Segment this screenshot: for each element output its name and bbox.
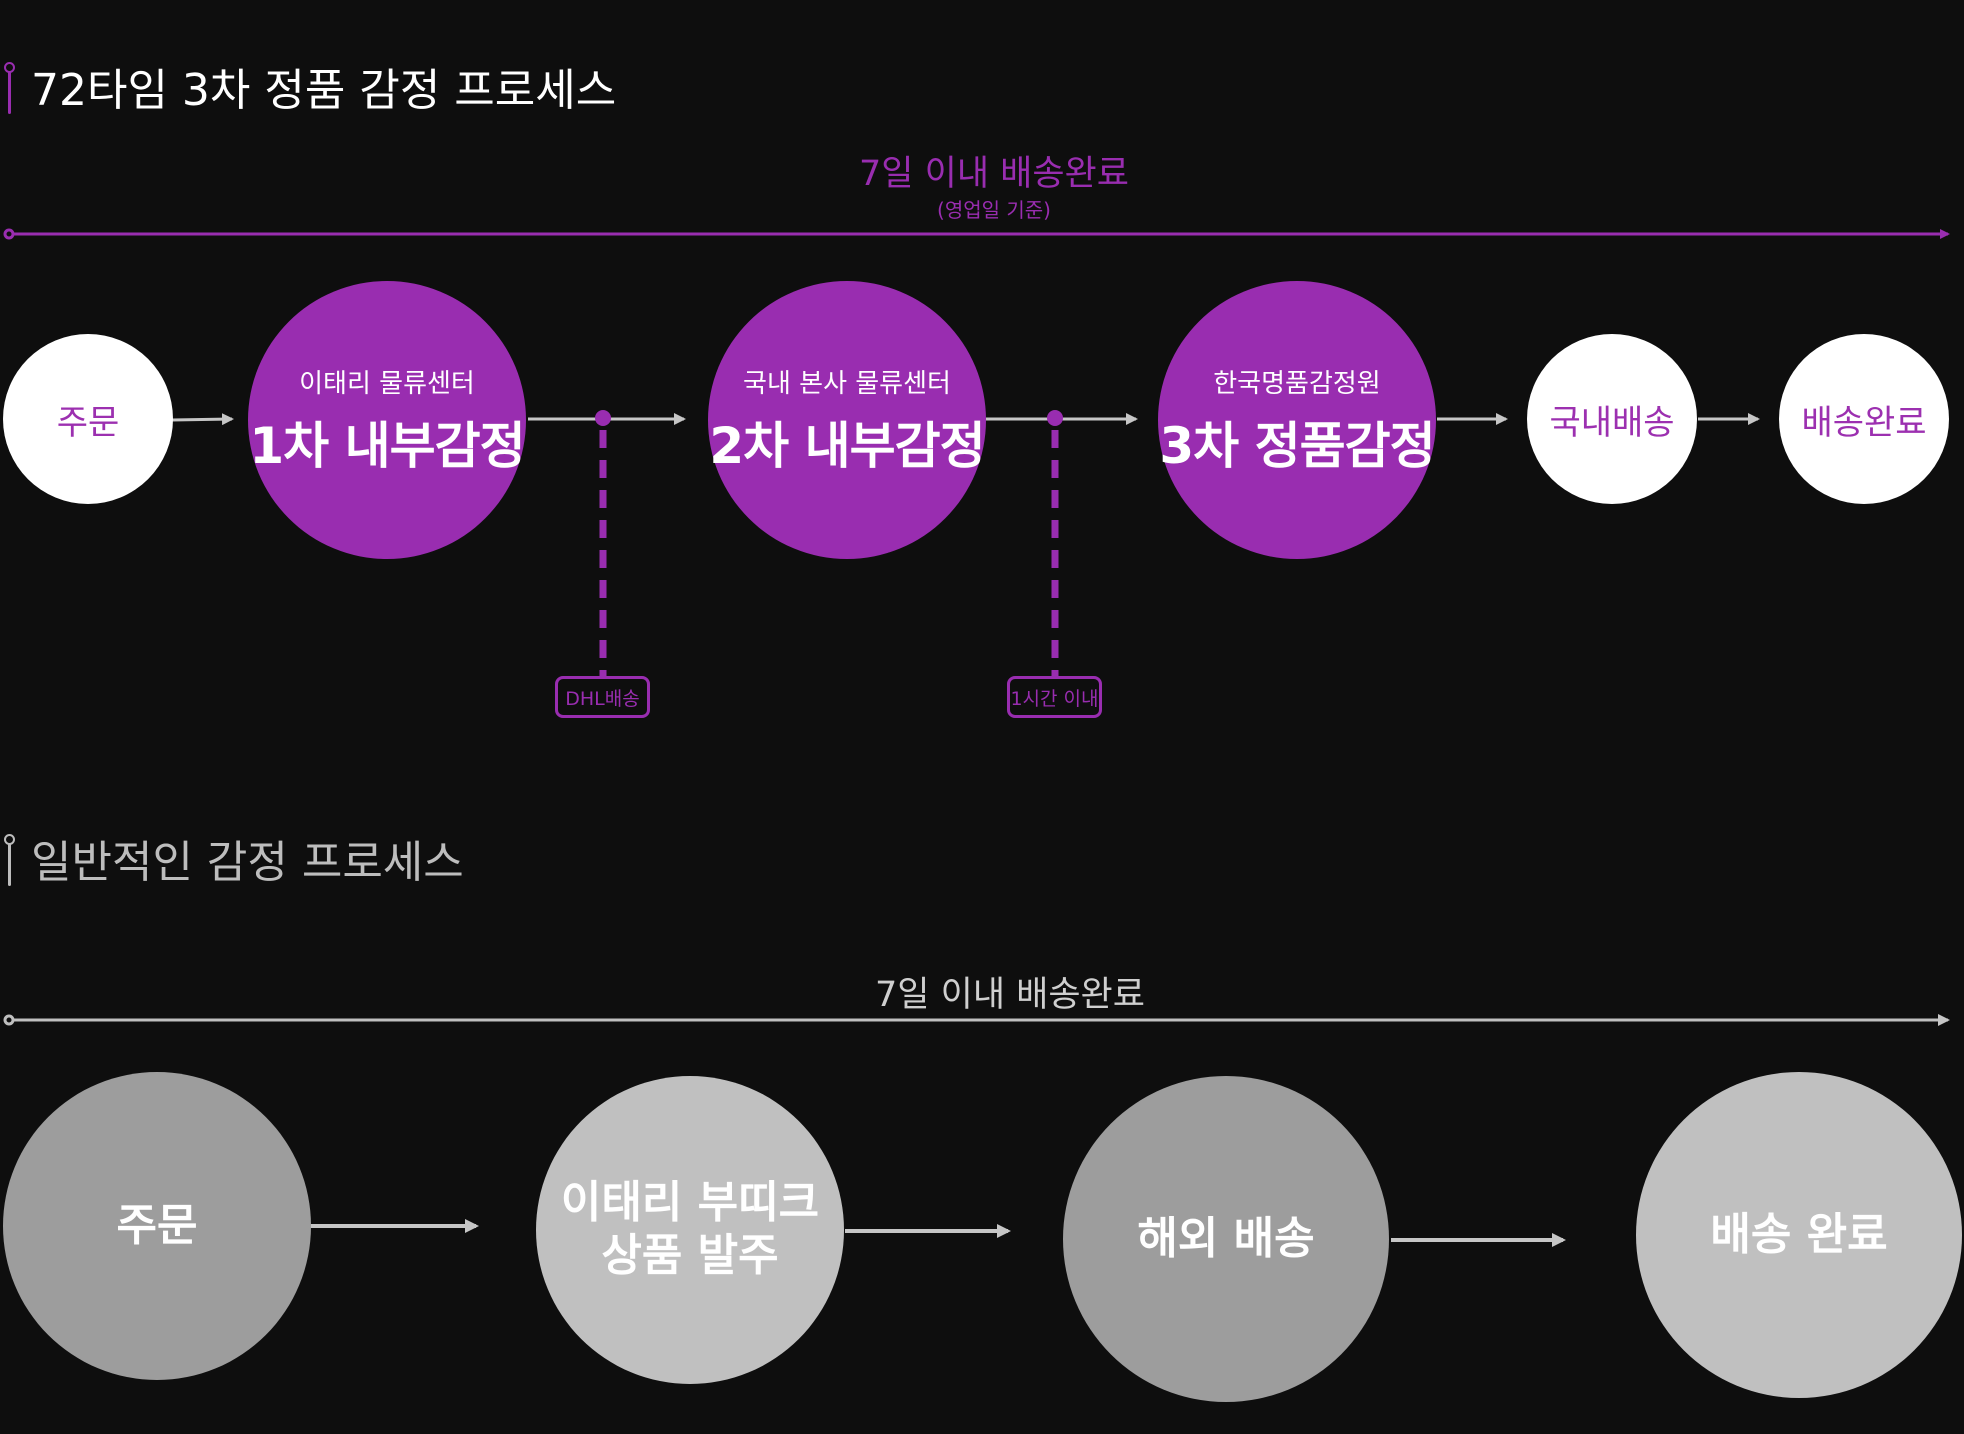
step-delivered-label: 배송완료 [1801, 402, 1927, 443]
step-1st-sub: 이태리 물류센터 [299, 368, 475, 399]
g-step-overseas-label: 해외 배송 [1137, 1212, 1315, 1264]
step-3rd-main: 3차 정품감정 [1159, 416, 1435, 475]
step-order-label: 주문 [56, 402, 120, 443]
step-1st-inspection: 이태리 물류센터 1차 내부감정 [248, 281, 526, 559]
step-domestic-label: 국내배송 [1549, 402, 1675, 443]
bottom-timeline-line [3, 1014, 1950, 1026]
top-timeline-main-label: 7일 이내 배송완료 [859, 154, 1129, 194]
bottom-title-text: 일반적인 감정 프로세스 [31, 837, 464, 888]
arrow-order-to-1st [171, 413, 234, 426]
g-step-boutique-order: 이태리 부띠크 상품 발주 [536, 1076, 844, 1384]
step-delivered: 배송완료 [1779, 334, 1949, 504]
step-order: 주문 [3, 334, 173, 504]
step-3rd-sub: 한국명품감정원 [1213, 368, 1381, 399]
pin-icon [4, 62, 15, 114]
top-timeline-sublabel: (영업일 기준) [937, 197, 1051, 222]
step-1st-main: 1차 내부감정 [249, 416, 525, 475]
g-step-overseas-shipping: 해외 배송 [1063, 1076, 1389, 1402]
g-step-order: 주문 [3, 1072, 311, 1380]
g-step-boutique-line1: 이태리 부띠크 [560, 1177, 820, 1229]
top-title-text: 72타임 3차 정품 감정 프로세스 [31, 65, 617, 116]
top-timeline-label: 7일 이내 배송완료 (영업일 기준) [794, 155, 1194, 223]
bottom-timeline-label: 7일 이내 배송완료 [875, 975, 1145, 1015]
top-timeline-line [3, 228, 1950, 240]
g-step-delivered: 배송 완료 [1636, 1072, 1962, 1398]
step-2nd-inspection: 국내 본사 물류센터 2차 내부감정 [708, 281, 986, 559]
step-2nd-main: 2차 내부감정 [709, 416, 985, 475]
step-domestic-shipping: 국내배송 [1527, 334, 1697, 504]
g-step-delivered-label: 배송 완료 [1710, 1208, 1888, 1260]
step-2nd-sub: 국내 본사 물류센터 [743, 368, 951, 399]
tag-dhl: DHL배송 [555, 676, 650, 718]
g-step-boutique-line2: 상품 발주 [601, 1230, 779, 1281]
dhl-drop-line [595, 410, 611, 676]
bottom-section-title: 일반적인 감정 프로세스 [4, 834, 464, 888]
hour-drop-line [1047, 410, 1063, 676]
pin-icon [4, 834, 15, 886]
step-3rd-inspection: 한국명품감정원 3차 정품감정 [1158, 281, 1436, 559]
top-section-title: 72타임 3차 정품 감정 프로세스 [4, 62, 617, 116]
tag-one-hour: 1시간 이내 [1007, 676, 1102, 718]
g-step-order-label: 주문 [116, 1199, 198, 1251]
